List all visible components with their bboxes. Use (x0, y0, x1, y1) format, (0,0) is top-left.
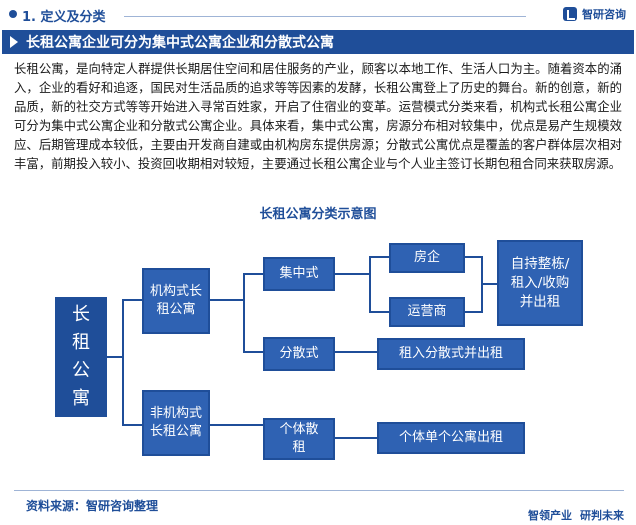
centralized-node-label: 集中式 (279, 266, 319, 281)
diagram-title: 长租公寓分类示意图 (259, 207, 377, 222)
section-bullet-icon (9, 10, 17, 18)
page-title: 长租公寓企业可分为集中式公寓企业和分散式公寓 (26, 35, 334, 51)
brand-name: 智研咨询 (582, 8, 626, 21)
connector (210, 424, 263, 426)
triangle-icon (10, 36, 18, 48)
connector (481, 283, 497, 285)
top-header: 1. 定义及分类 智研咨询 (0, 0, 636, 30)
decentralized-node: 分散式 (263, 337, 335, 371)
connector (335, 273, 371, 275)
connector (335, 437, 377, 439)
section-title: 1. 定义及分类 (22, 10, 106, 25)
decentralized-result-node: 租入分散式并出租 (377, 338, 525, 370)
footer-brand-right: 研判未来 (580, 509, 624, 522)
connector (243, 351, 263, 353)
connector (243, 273, 245, 353)
individual-result-label: 个体单个公寓出租 (398, 430, 503, 445)
brand-logo-icon (563, 7, 577, 21)
connector (369, 256, 371, 313)
operator-node-label: 运营商 (407, 304, 447, 319)
institutional-node-label: 机构式长租公寓 (149, 284, 202, 317)
connector (122, 299, 142, 301)
header-divider (124, 16, 526, 17)
footer-brand: 智领产业 研判未来 (528, 507, 624, 523)
connector (465, 311, 483, 313)
individual-node-label: 个体散租 (279, 422, 319, 455)
root-node-label: 长租公寓 (72, 304, 90, 409)
individual-result-node: 个体单个公寓出租 (377, 422, 525, 454)
developer-node: 房企 (389, 243, 465, 273)
connector (465, 256, 483, 258)
body-paragraph: 长租公寓，是向特定人群提供长期居住空间和居住服务的产业，顾客以本地工作、生活人口… (14, 61, 622, 171)
non-institutional-node-label: 非机构式长租公寓 (149, 406, 202, 439)
root-node: 长租公寓 (55, 297, 107, 417)
individual-node: 个体散租 (263, 418, 335, 460)
connector (122, 299, 124, 426)
connector (335, 351, 377, 353)
operator-node: 运营商 (389, 297, 465, 327)
non-institutional-node: 非机构式长租公寓 (142, 390, 210, 456)
institutional-node: 机构式长租公寓 (142, 268, 210, 334)
brand: 智研咨询 (563, 6, 626, 22)
connector (107, 356, 124, 358)
footer-divider (14, 490, 624, 491)
connector (122, 424, 142, 426)
connector (210, 299, 245, 301)
connector (369, 256, 389, 258)
connector (243, 273, 263, 275)
centralized-result-label: 自持整栋/租入/收购并出租 (510, 255, 570, 310)
source-note: 资料来源：智研咨询整理 (26, 499, 159, 513)
decentralized-node-label: 分散式 (279, 346, 319, 361)
footer-brand-left: 智领产业 (528, 509, 572, 522)
decentralized-result-label: 租入分散式并出租 (398, 346, 503, 361)
centralized-result-node: 自持整栋/租入/收购并出租 (497, 240, 583, 326)
title-bar: 长租公寓企业可分为集中式公寓企业和分散式公寓 (2, 30, 634, 54)
centralized-node: 集中式 (263, 257, 335, 291)
developer-node-label: 房企 (413, 250, 440, 265)
connector (369, 311, 389, 313)
